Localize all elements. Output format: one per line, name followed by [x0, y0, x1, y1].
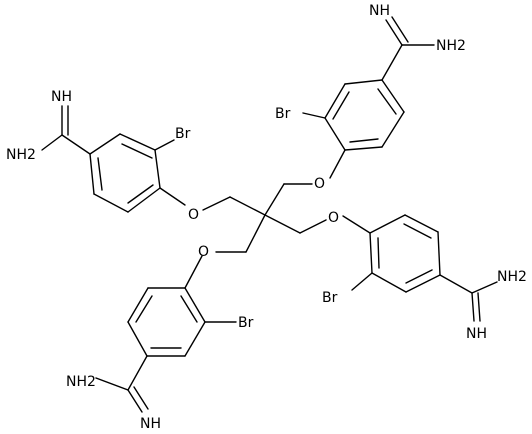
bond-amidine-c-nh: [471, 292, 475, 322]
bond-o-ring-a: [159, 187, 186, 206]
bond-amidine-b-nh: [385, 19, 403, 46]
bond-core-ch2-a: [229, 196, 266, 216]
bond-ring-b-5: [381, 111, 405, 148]
bond-amidine-b-nh-double: [391, 16, 409, 43]
bond-ring-a-6-inner: [127, 184, 154, 204]
bond-amidine-c-nh2: [471, 281, 498, 294]
bond-ring-a-1: [154, 149, 161, 189]
bond-ring-b-1: [324, 117, 346, 151]
bond-ch2-o-a: [202, 196, 231, 211]
ring-d: NH2 NH Br O: [66, 244, 254, 432]
bond-amidine-d-nh-double: [133, 386, 149, 410]
ring-b-nh-label: NH: [369, 3, 390, 19]
bond-ring-c-2: [404, 214, 439, 233]
ring-c-br-label: Br: [322, 290, 338, 306]
bond-ring-a-br: [154, 139, 175, 151]
ring-b: NH NH2 Br O: [275, 3, 466, 192]
bond-ring-c-amidine: [439, 274, 473, 294]
ring-c-o-label: O: [328, 210, 339, 226]
bond-ring-d-6-inner: [180, 295, 198, 323]
bond-o-ring-d: [184, 255, 203, 289]
ring-d-nh2-label: NH2: [66, 374, 96, 390]
bond-ring-b-6-inner: [349, 138, 379, 143]
bond-ring-a-4: [89, 153, 95, 195]
ring-a-nh-label: NH: [51, 89, 72, 105]
bond-ring-b-2: [324, 83, 346, 119]
bond-amidine-d-nh2: [95, 377, 129, 391]
bond-ring-a-5: [93, 193, 129, 213]
bond-ring-a-6: [127, 187, 161, 213]
bond-ring-c-4: [405, 274, 441, 293]
bond-ring-a-2: [119, 133, 156, 151]
core-bonds: [202, 183, 327, 253]
ring-c-nh2-label: NH2: [497, 269, 527, 285]
bond-o-ring-c: [342, 215, 371, 234]
ring-a-br-label: Br: [175, 126, 191, 142]
bond-ring-c-5: [371, 272, 407, 293]
bond-amidine-a-nh2: [41, 134, 63, 151]
bond-ring-d-6: [184, 287, 206, 323]
bond-ring-b-br: [302, 112, 326, 119]
bond-amidine-c-nh-double: [477, 292, 481, 322]
bond-core-ch2-d: [245, 214, 266, 253]
ring-a-nh2-label: NH2: [6, 147, 36, 163]
bond-amidine-d-nh: [127, 389, 143, 413]
bond-core-ch2-b: [264, 183, 285, 216]
bond-ring-c-6: [369, 232, 373, 274]
bond-ring-a-amidine: [61, 134, 91, 155]
bond-ring-b-4-inner: [377, 88, 397, 115]
ring-a-o-label: O: [188, 207, 199, 223]
bond-ring-b-3: [344, 79, 383, 85]
bond-ring-a-4-inner: [97, 157, 103, 191]
ring-d-o-label: O: [198, 244, 209, 260]
bond-ring-b-6: [344, 146, 383, 151]
ring-b-br-label: Br: [275, 106, 291, 122]
bond-ring-c-1: [369, 214, 406, 234]
bond-ring-d-amidine: [127, 355, 148, 391]
ring-c-nh-label: NH: [466, 326, 487, 342]
bond-ring-b-amidine: [381, 44, 403, 81]
bond-ring-d-5: [184, 321, 206, 357]
ring-d-nh-label: NH: [140, 416, 161, 432]
bond-ring-b-4: [381, 79, 405, 113]
ring-b-nh2-label: NH2: [436, 38, 466, 54]
bond-ring-a-3: [89, 133, 121, 155]
bond-ring-d-2: [127, 287, 149, 323]
ring-a: NH NH2 Br O: [6, 89, 199, 223]
ring-d-br-label: Br: [238, 315, 254, 331]
bond-ring-d-2-inner: [135, 295, 153, 323]
bond-ring-a-2-inner: [121, 143, 153, 159]
bond-ring-c-br: [351, 272, 373, 291]
ring-c: NH2 NH Br O: [322, 210, 527, 342]
bond-core-ch2-c: [264, 214, 301, 234]
bond-ring-c-6-inner: [377, 237, 380, 269]
bond-ring-c-2-inner: [403, 223, 432, 239]
bond-ring-d-3: [127, 321, 148, 357]
bond-ch2-o-c: [299, 219, 327, 234]
bond-ring-c-4-inner: [405, 269, 433, 284]
bond-o-ring-b: [329, 149, 346, 179]
bond-ring-b-2-inner: [332, 91, 350, 120]
ring-b-o-label: O: [314, 176, 325, 192]
bond-ring-c-3: [437, 231, 441, 276]
